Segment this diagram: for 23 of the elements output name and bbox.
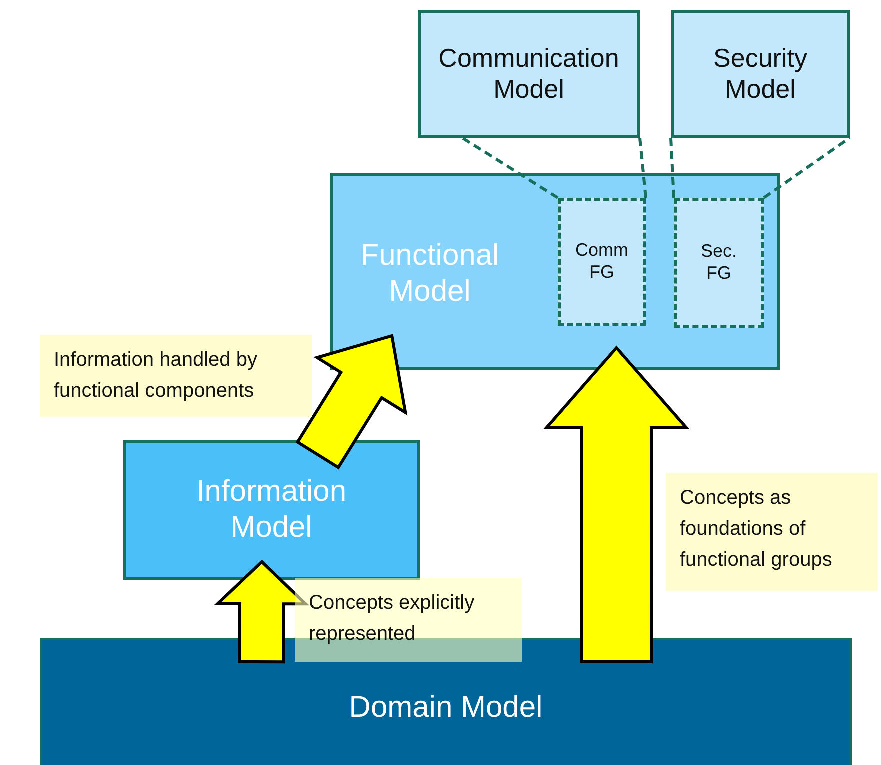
edge-label: Concepts explicitly represented <box>295 578 522 662</box>
block-arrow <box>214 560 310 664</box>
model-name: Comm FG <box>574 240 630 284</box>
model-name: Functional Model <box>360 238 500 310</box>
model-name: Information Model <box>195 474 348 546</box>
model-name: Security Model <box>712 42 808 106</box>
zoom-line <box>763 136 851 200</box>
model-name: Sec. FG <box>700 241 738 285</box>
functional-group-box <box>558 198 646 326</box>
model-box <box>671 10 850 138</box>
block-arrow <box>296 334 408 470</box>
zoom-line <box>462 136 559 200</box>
model-name: Communication Model <box>438 42 620 106</box>
edge-label: Information handled by functional components <box>40 335 312 417</box>
model-box <box>418 10 640 138</box>
model-name: Domain Model <box>349 690 543 726</box>
model-box <box>330 173 780 370</box>
zoom-line <box>670 138 676 198</box>
functional-group-box <box>674 198 764 328</box>
edge-label: Concepts as foundations of functional groups <box>666 473 878 591</box>
block-arrow <box>543 346 690 664</box>
model-box <box>123 440 420 580</box>
zoom-line <box>638 138 648 198</box>
